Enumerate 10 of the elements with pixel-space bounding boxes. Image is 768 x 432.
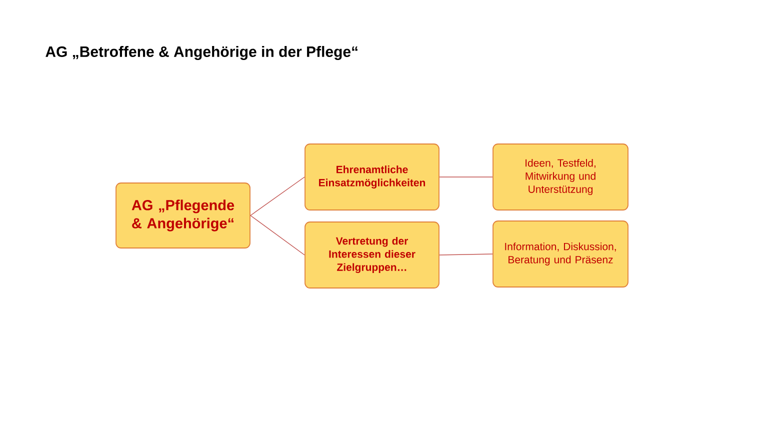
- text-box: Ehrenamtliche Einsatzmöglichkeiten: [304, 144, 440, 210]
- text-box: Ideen, Testfeld, Mitwirkung und Unterstützung: [492, 144, 628, 210]
- title: AG „Betroffene & Angehörige in der Pflege“: [46, 46, 358, 60]
- connector-line: [439, 176, 493, 178]
- connector-line: [250, 176, 305, 216]
- connector-line: [250, 215, 305, 256]
- text-box: Information, Diskussion, Beratung und Präsenz: [492, 220, 628, 288]
- text-box: Vertretung der Interessen dieser Zielgruppen…: [304, 222, 440, 288]
- connector-line: [439, 254, 493, 256]
- text-box: AG „Pflegende & Angehörige“: [116, 182, 250, 248]
